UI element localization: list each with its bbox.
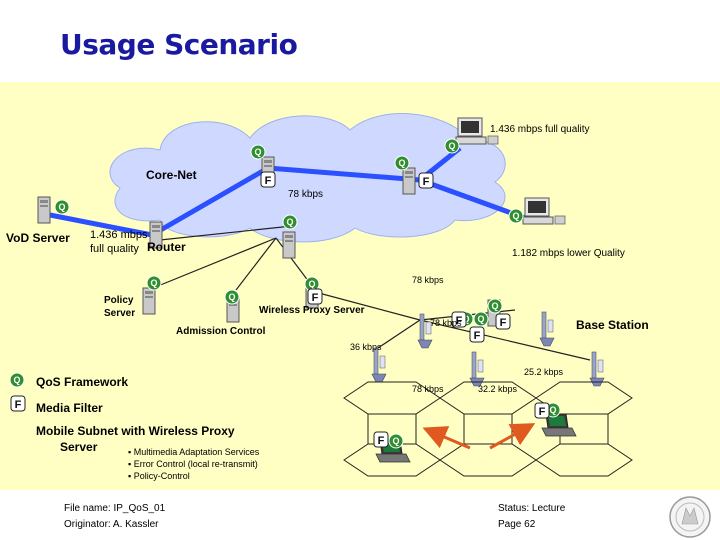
svg-text:F: F bbox=[378, 435, 385, 447]
rate-label: 32.2 kbps bbox=[478, 384, 518, 394]
antenna-icon bbox=[371, 347, 387, 383]
legend-bullet: ▪ Multimedia Adaptation Services bbox=[128, 447, 260, 457]
legend-bullet: ▪ Error Control (local re-transmit) bbox=[128, 459, 258, 469]
svg-text:F: F bbox=[456, 315, 463, 327]
legend-qos-framework: QoS Framework bbox=[36, 375, 128, 389]
core-router-icon bbox=[402, 167, 416, 195]
client-lower-quality-label: 1.182 mbps lower Quality bbox=[512, 248, 625, 259]
footer-band bbox=[0, 490, 720, 540]
svg-text:Q: Q bbox=[286, 217, 293, 227]
slide-title: Usage Scenario bbox=[60, 28, 298, 61]
router-links bbox=[157, 225, 591, 361]
antenna-icon bbox=[469, 351, 485, 387]
legend: QoS Framework Media Filter Mobile Subnet… bbox=[36, 375, 260, 481]
antenna-icon bbox=[539, 311, 555, 347]
footer-file-name: File name: IP_QoS_01 bbox=[64, 503, 166, 514]
svg-text:F: F bbox=[265, 175, 272, 187]
policy-server-label-2: Server bbox=[104, 308, 135, 319]
f-badges bbox=[10, 171, 550, 448]
rate-label: 78 kbps bbox=[430, 318, 462, 328]
core-rate-label: 78 kbps bbox=[288, 189, 323, 200]
svg-text:F: F bbox=[312, 292, 319, 304]
rate-label: 25.2 kbps bbox=[524, 367, 564, 377]
legend-mobile-subnet: Mobile Subnet with Wireless Proxy bbox=[36, 424, 235, 438]
legend-media-filter: Media Filter bbox=[36, 401, 103, 415]
footer-status: Status: Lecture bbox=[498, 503, 566, 514]
wireless-proxy-server-label: Wireless Proxy Server bbox=[259, 305, 365, 316]
footer-page: Page 62 bbox=[498, 519, 536, 530]
vod-server-label: VoD Server bbox=[6, 231, 70, 245]
svg-text:Q: Q bbox=[448, 141, 455, 151]
svg-text:F: F bbox=[15, 399, 22, 411]
svg-text:Q: Q bbox=[308, 279, 315, 289]
q-badge-letters: Q Q Q Q Q Q Q Q Q Q Q Q Q Q Q bbox=[13, 141, 556, 446]
svg-text:Q: Q bbox=[13, 375, 20, 385]
handover-arrow bbox=[489, 423, 536, 450]
client-pc-icon bbox=[522, 197, 566, 225]
svg-text:Q: Q bbox=[392, 436, 399, 446]
admission-control-label: Admission Control bbox=[176, 326, 266, 337]
diagram-labels: Core-Net 78 kbps 1.436 mbps full quality… bbox=[6, 124, 649, 394]
svg-text:F: F bbox=[539, 406, 546, 418]
svg-text:Q: Q bbox=[254, 147, 261, 157]
svg-text:Q: Q bbox=[477, 314, 484, 324]
svg-text:Q: Q bbox=[58, 202, 65, 212]
university-seal-icon bbox=[669, 496, 711, 538]
vod-server-icon bbox=[37, 196, 51, 224]
edge-router-icon bbox=[282, 231, 296, 259]
vod-quality-label-2: full quality bbox=[90, 243, 139, 255]
svg-text:F: F bbox=[500, 317, 507, 329]
antenna-icon bbox=[589, 351, 605, 387]
f-badge-letters: F F F F F F F F F bbox=[15, 175, 546, 447]
svg-text:F: F bbox=[474, 330, 481, 342]
router-label: Router bbox=[147, 240, 186, 254]
vod-quality-label: 1.436 mbps bbox=[90, 229, 148, 241]
legend-mobile-subnet-2: Server bbox=[60, 440, 98, 454]
rate-label: 78 kbps bbox=[412, 275, 444, 285]
svg-text:F: F bbox=[423, 176, 430, 188]
svg-text:Q: Q bbox=[150, 278, 157, 288]
policy-server-label: Policy bbox=[104, 295, 134, 306]
svg-text:Q: Q bbox=[512, 211, 519, 221]
header-band bbox=[0, 0, 720, 82]
footer-originator: Originator: A. Kassler bbox=[64, 519, 159, 530]
svg-text:Q: Q bbox=[398, 158, 405, 168]
backbone-links bbox=[49, 146, 526, 238]
svg-text:Q: Q bbox=[228, 292, 235, 302]
core-net-label: Core-Net bbox=[146, 168, 197, 182]
handover-arrow bbox=[422, 426, 471, 450]
base-station-label: Base Station bbox=[576, 318, 649, 332]
core-net-cloud bbox=[109, 113, 506, 243]
svg-text:Q: Q bbox=[491, 301, 498, 311]
rate-label: 78 kbps bbox=[412, 384, 444, 394]
client-full-quality-label: 1.436 mbps full quality bbox=[490, 124, 590, 135]
rate-label: 36 kbps bbox=[350, 342, 382, 352]
svg-text:Q: Q bbox=[549, 405, 556, 415]
policy-server-icon bbox=[142, 287, 156, 315]
legend-bullet: ▪ Policy-Control bbox=[128, 471, 190, 481]
